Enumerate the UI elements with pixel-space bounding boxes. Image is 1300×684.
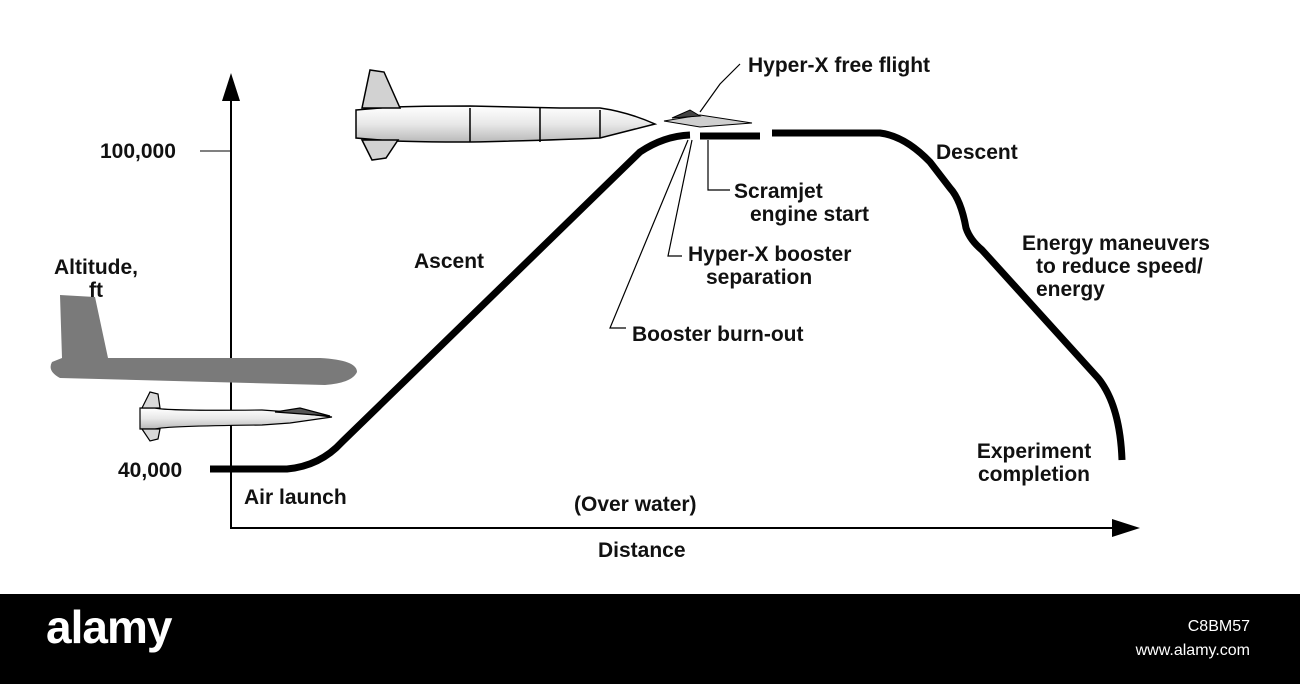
site-url: www.alamy.com	[1135, 642, 1250, 659]
diagram-graphics	[50, 63, 1140, 537]
trajectory-ascent	[210, 131, 691, 473]
booster-with-hyper-x	[355, 69, 658, 161]
flight-profile-diagram: Altitude, ft 100,000 40,000 Distance (Ov…	[40, 54, 1210, 562]
label-descent: Descent	[936, 141, 1018, 164]
label-experiment-line2: completion	[977, 463, 1090, 486]
label-booster-burnout: Booster burn-out	[632, 323, 804, 346]
trajectory	[210, 129, 1126, 473]
label-energy-maneuvers: Energy maneuvers to reduce speed/ energy	[1022, 232, 1210, 301]
y-axis-title-line2: ft	[89, 279, 103, 302]
label-experiment-completion: Experiment completion	[956, 440, 1112, 486]
leader-lines	[609, 63, 741, 329]
label-scramjet-line1: Scramjet	[734, 180, 823, 203]
label-scramjet-line2: engine start	[750, 203, 870, 226]
image-id: C8BM57	[1187, 618, 1250, 635]
label-ascent: Ascent	[414, 250, 485, 273]
carrier-aircraft	[50, 295, 357, 385]
watermark-footer	[0, 594, 1300, 684]
trajectory-free-flight	[772, 129, 1126, 461]
leader-scramjet	[707, 140, 730, 191]
label-energy-line1: Energy maneuvers	[1022, 232, 1210, 255]
hyper-x-vehicle	[663, 109, 753, 128]
label-scramjet-engine-start: Scramjet engine start	[734, 180, 869, 226]
label-energy-line3: energy	[1036, 278, 1105, 301]
label-hyper-x-free-flight: Hyper-X free flight	[748, 54, 931, 77]
y-axis-arrowhead	[222, 73, 240, 101]
y-axis-title-line1: Altitude,	[54, 256, 138, 279]
label-experiment-line1: Experiment	[976, 440, 1092, 463]
y-tick-label-high: 100,000	[100, 140, 176, 163]
label-energy-line2: to reduce speed/	[1036, 255, 1203, 278]
label-separation-line2: separation	[706, 266, 813, 289]
y-tick-label-low: 40,000	[118, 459, 183, 482]
y-axis-title: Altitude, ft	[40, 256, 152, 302]
label-air-launch: Air launch	[244, 486, 347, 509]
leader-separation	[667, 139, 693, 257]
leader-burnout	[609, 139, 689, 329]
x-axis-note: (Over water)	[574, 493, 697, 516]
x-axis-arrowhead	[1112, 519, 1140, 537]
launch-vehicle-small	[139, 391, 333, 442]
label-booster-separation: Hyper-X booster separation	[688, 243, 851, 289]
label-separation-line1: Hyper-X booster	[688, 243, 852, 266]
alamy-logo: alamy	[46, 601, 172, 653]
leader-free-flight	[699, 63, 741, 113]
x-axis-title: Distance	[598, 539, 686, 562]
